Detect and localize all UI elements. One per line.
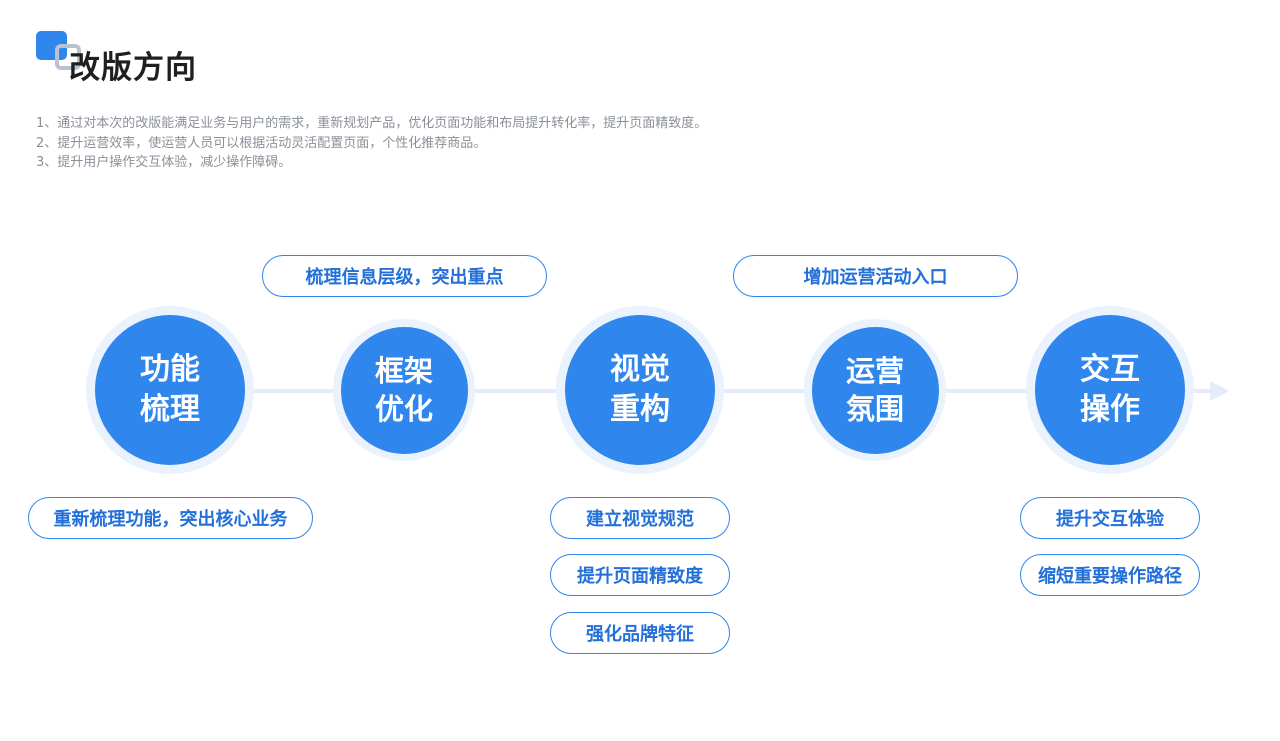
stage-label-line2: 操作 [1080, 392, 1140, 427]
stage-4-note: 增加运营活动入口 [733, 255, 1018, 297]
stage-3-note-2: 提升页面精致度 [550, 554, 730, 596]
stage-1-note: 重新梳理功能，突出核心业务 [28, 497, 313, 539]
stage-label-line2: 优化 [374, 392, 433, 426]
stage-circle-1: 功能 梳理 [86, 306, 254, 474]
stage-label-line1: 框架 [374, 354, 433, 388]
stage-label-line2: 梳理 [140, 392, 200, 427]
page-title: 改版方向 [69, 50, 197, 86]
stage-label-line1: 运营 [845, 354, 904, 388]
stage-circle-4: 运营 氛围 [804, 319, 946, 461]
stage-label-line2: 重构 [610, 392, 670, 427]
stage-3-note-1: 建立视觉规范 [550, 497, 730, 539]
description-item: 2、提升运营效率，使运营人员可以根据活动灵活配置页面，个性化推荐商品。 [36, 135, 487, 151]
stage-label-line1: 视觉 [610, 352, 670, 387]
stage-label-line2: 氛围 [845, 392, 904, 426]
stage-2-note: 梳理信息层级，突出重点 [262, 255, 547, 297]
arrow-head-icon [1210, 381, 1229, 401]
stage-5-note-2: 缩短重要操作路径 [1020, 554, 1200, 596]
description-item: 1、通过对本次的改版能满足业务与用户的需求，重新规划产品，优化页面功能和布局提升… [36, 116, 708, 131]
stage-circle-2: 框架 优化 [333, 319, 475, 461]
stage-3-note-3: 强化品牌特征 [550, 612, 730, 654]
stage-label-line1: 交互 [1080, 352, 1140, 387]
stage-circle-5: 交互 操作 [1026, 306, 1194, 474]
stage-5-note-1: 提升交互体验 [1020, 497, 1200, 539]
description-list: 1、通过对本次的改版能满足业务与用户的需求，重新规划产品，优化页面功能和布局提升… [36, 114, 707, 173]
logo-mark-icon [36, 31, 81, 70]
stage-label-line1: 功能 [140, 352, 200, 387]
description-item: 3、提升用户操作交互体验，减少操作障碍。 [36, 155, 292, 170]
stage-circle-3: 视觉 重构 [556, 306, 724, 474]
